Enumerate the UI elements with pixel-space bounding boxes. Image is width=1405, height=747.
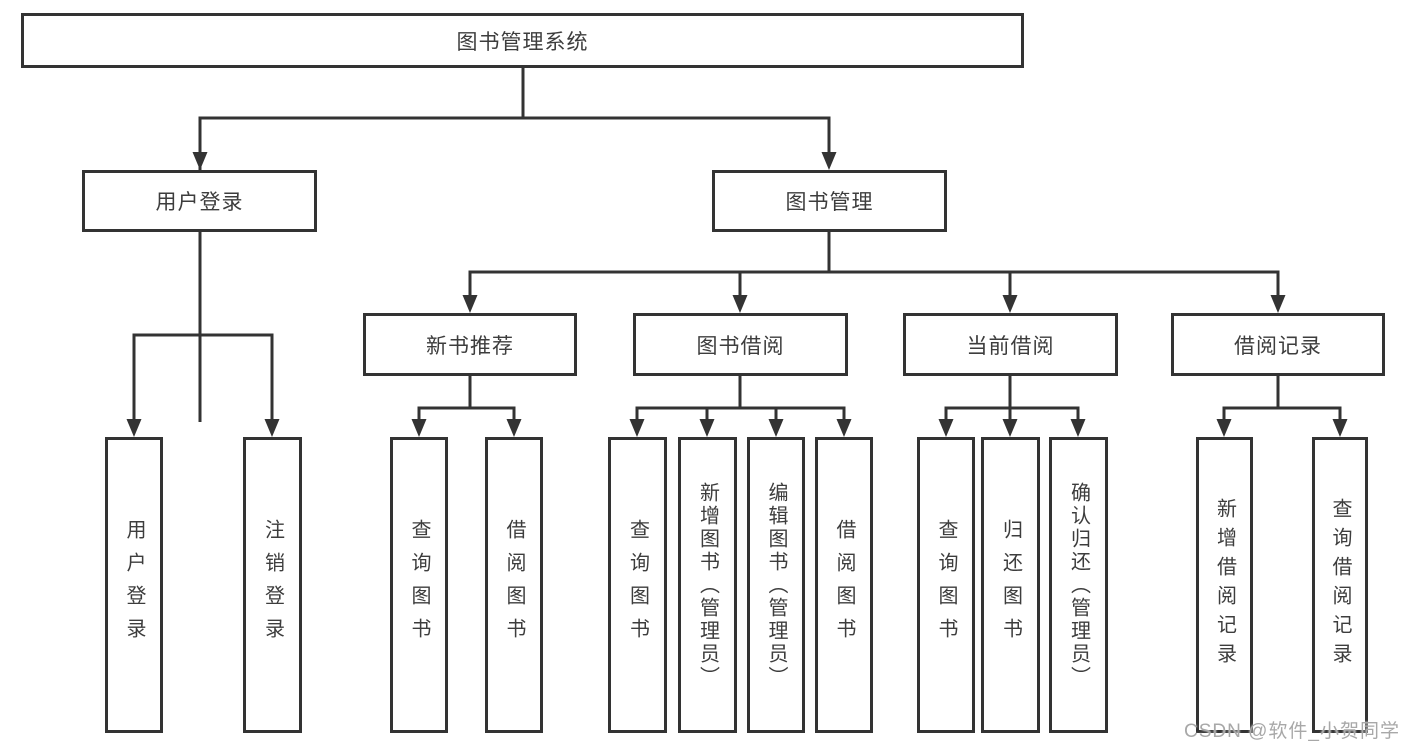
leaf-add-borrow-record: 新增借阅记录 [1196, 437, 1253, 733]
connector-line [417, 376, 516, 422]
leaf-add-books-admin: 新增图书（管理员） [678, 437, 737, 733]
connector-line [468, 232, 1280, 298]
leaf-current-query-books: 查询图书 [917, 437, 975, 733]
leaf-logout: 注销登录 [243, 437, 302, 733]
connector-root-to-level1 [192, 68, 837, 422]
node-borrow-records: 借阅记录 [1171, 313, 1385, 376]
connector-line [635, 376, 846, 422]
connector-line [1222, 376, 1342, 422]
arrowhead-icon [1002, 419, 1018, 437]
connector-line [132, 232, 274, 422]
connector-book-management-branch [462, 232, 1286, 313]
leaf-newrec-borrow-books: 借阅图书 [485, 437, 543, 733]
node-new-book-recommend: 新书推荐 [363, 313, 577, 376]
connector-borrow-records-branch [1216, 376, 1348, 437]
arrowhead-icon [506, 419, 522, 437]
leaf-add-borrow-record-label: 新增借阅记录 [1213, 498, 1236, 672]
leaf-logout-label: 注销登录 [261, 519, 284, 651]
leaf-return-books-label: 归还图书 [999, 519, 1022, 651]
arrowhead-icon [1332, 419, 1348, 437]
connector-current-borrow-branch [938, 376, 1086, 437]
leaf-borrow-query-books-label: 查询图书 [626, 519, 649, 651]
leaf-borrow-query-books: 查询图书 [608, 437, 667, 733]
arrowhead-icon [821, 152, 837, 170]
connector-line [198, 68, 831, 422]
arrowhead-icon [699, 419, 715, 437]
arrowhead-icon [1002, 295, 1018, 313]
node-root-label: 图书管理系统 [456, 30, 589, 54]
arrowhead-icon [732, 295, 748, 313]
arrowhead-icon [126, 419, 142, 437]
leaf-query-borrow-record-label: 查询借阅记录 [1329, 498, 1351, 672]
node-user-login-label: 用户登录 [155, 191, 244, 214]
leaf-return-books: 归还图书 [981, 437, 1040, 733]
leaf-edit-books-admin-label: 编辑图书（管理员） [765, 481, 787, 689]
leaf-user-login-label: 用户登录 [123, 519, 145, 651]
arrowhead-icon [264, 419, 280, 437]
connector-line [944, 376, 1080, 422]
node-user-login: 用户登录 [82, 170, 317, 232]
leaf-user-login: 用户登录 [105, 437, 163, 733]
leaf-borrow-books: 借阅图书 [815, 437, 873, 733]
leaf-add-books-admin-label: 新增图书（管理员） [696, 481, 719, 689]
arrowhead-icon [1270, 295, 1286, 313]
arrowhead-icon [768, 419, 784, 437]
node-new-book-recommend-label: 新书推荐 [426, 334, 514, 358]
leaf-edit-books-admin: 编辑图书（管理员） [747, 437, 805, 733]
node-book-management-label: 图书管理 [785, 191, 874, 214]
leaf-current-query-books-label: 查询图书 [935, 519, 957, 651]
node-current-borrow: 当前借阅 [903, 313, 1118, 376]
arrowhead-icon [411, 419, 427, 437]
connector-book-borrow-branch [629, 376, 852, 437]
node-root: 图书管理系统 [21, 13, 1024, 68]
connector-new-book-branch [411, 376, 522, 437]
node-book-borrow-label: 图书借阅 [696, 334, 785, 358]
leaf-query-borrow-record: 查询借阅记录 [1312, 437, 1368, 733]
arrowhead-icon [629, 419, 645, 437]
connector-user-login-branch [126, 232, 280, 437]
leaf-borrow-books-label: 借阅图书 [833, 519, 855, 651]
leaf-confirm-return-admin: 确认归还（管理员） [1049, 437, 1108, 733]
arrowhead-icon [192, 152, 208, 170]
arrowhead-icon [1070, 419, 1086, 437]
node-book-borrow: 图书借阅 [633, 313, 848, 376]
node-borrow-records-label: 借阅记录 [1234, 334, 1322, 358]
leaf-confirm-return-admin-label: 确认归还（管理员） [1067, 481, 1090, 689]
csdn-watermark: CSDN @软件_小贺同学 [1184, 721, 1400, 742]
leaf-newrec-borrow-books-label: 借阅图书 [503, 519, 525, 651]
leaf-newrec-query-books: 查询图书 [390, 437, 448, 733]
leaf-newrec-query-books-label: 查询图书 [408, 519, 430, 651]
arrowhead-icon [1216, 419, 1232, 437]
arrowhead-icon [462, 295, 478, 313]
arrowhead-icon [938, 419, 954, 437]
node-book-management: 图书管理 [712, 170, 947, 232]
arrowhead-icon [836, 419, 852, 437]
node-current-borrow-label: 当前借阅 [966, 334, 1055, 358]
